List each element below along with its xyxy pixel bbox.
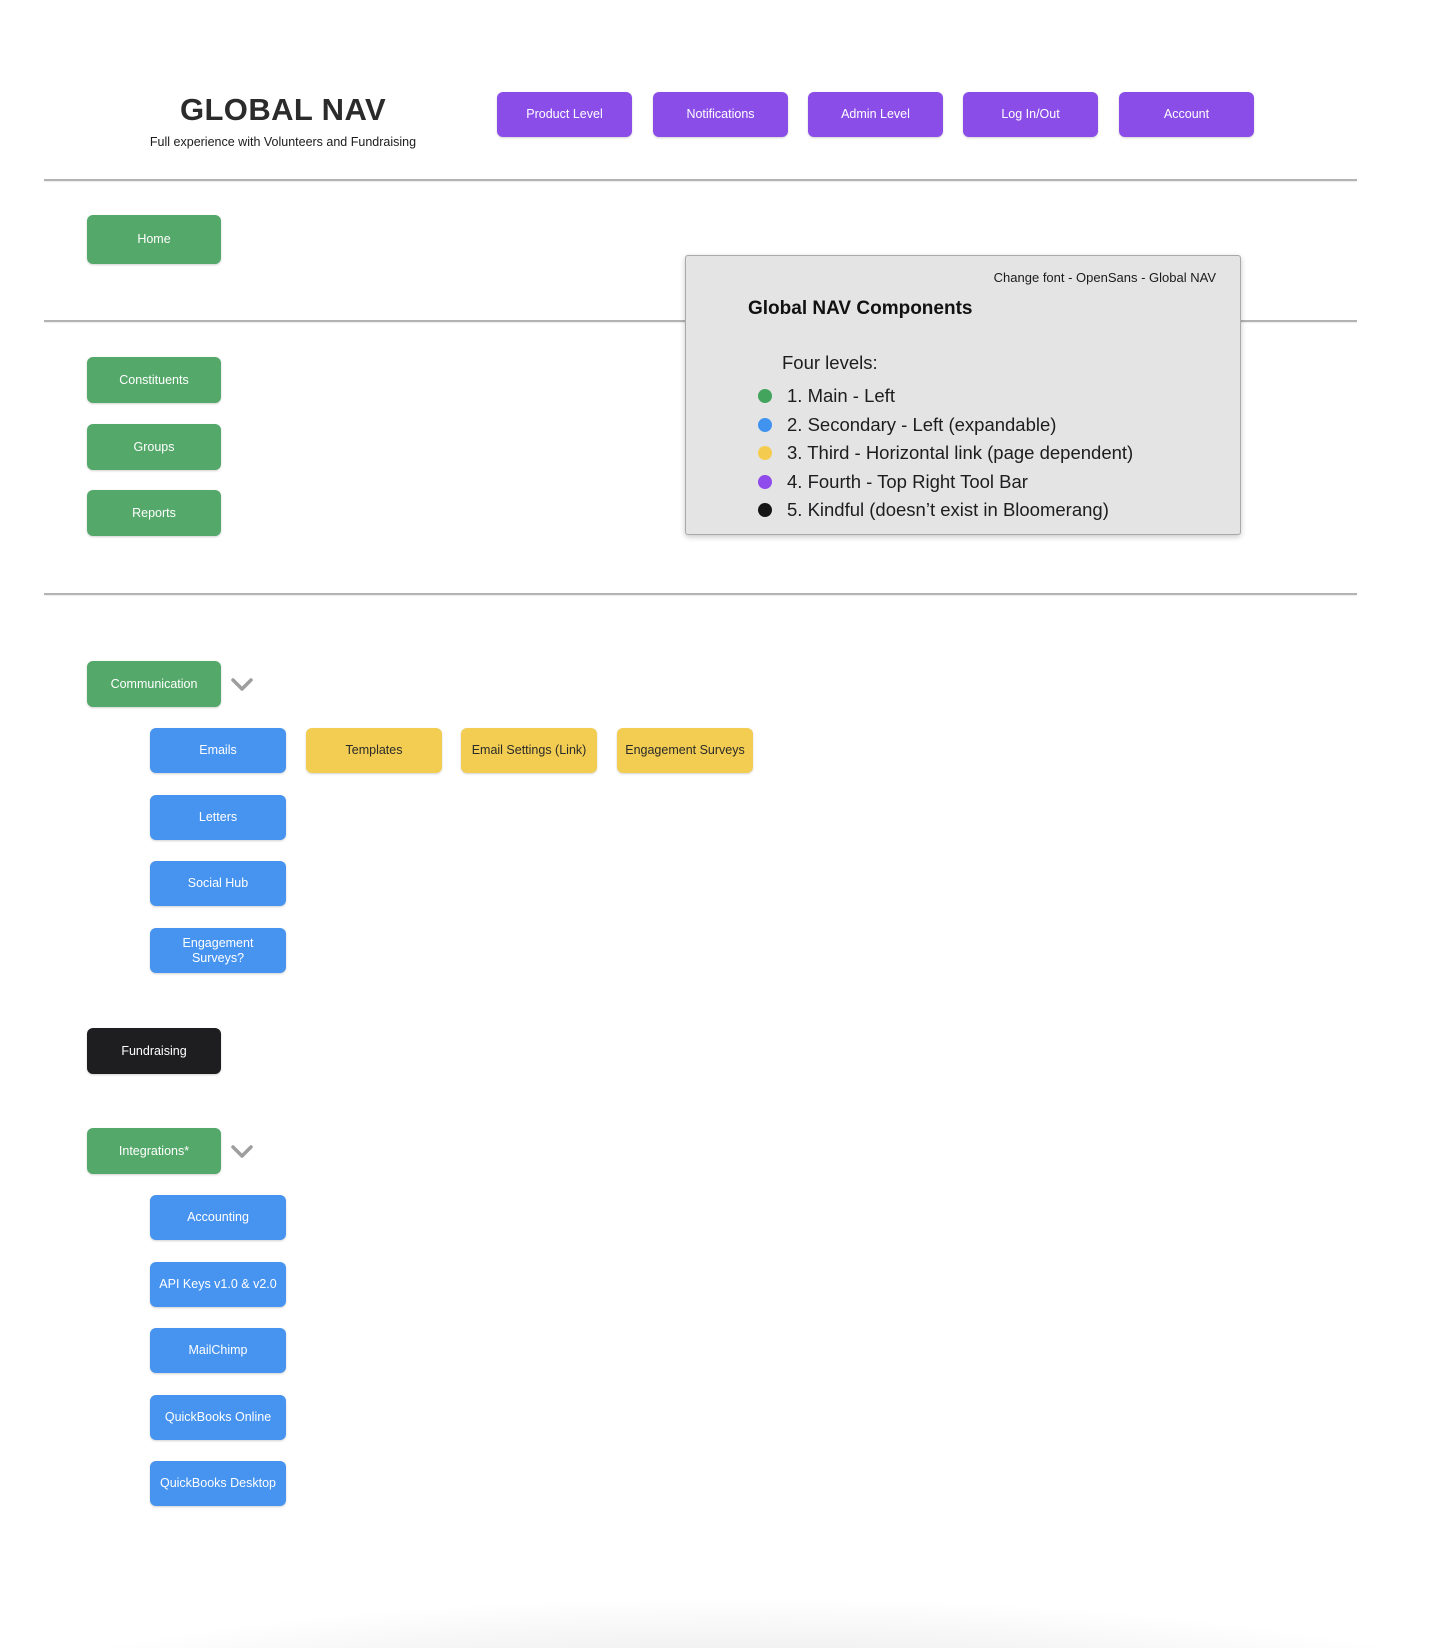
toolbar-button-admin-level[interactable]: Admin Level [808, 92, 943, 137]
toolbar-button-notifications[interactable]: Notifications [653, 92, 788, 137]
toolbar-button-log-in-out[interactable]: Log In/Out [963, 92, 1098, 137]
legend-item: 1. Main - Left [758, 382, 1220, 411]
legend-item-text: 1. Main - Left [787, 385, 895, 407]
nav-button-reports[interactable]: Reports [87, 490, 221, 536]
nav-button-constituents[interactable]: Constituents [87, 357, 221, 403]
legend-item: 5. Kindful (doesn’t exist in Bloomerang) [758, 496, 1220, 525]
legend-item: 2. Secondary - Left (expandable) [758, 411, 1220, 440]
nav-button-home[interactable]: Home [87, 215, 221, 264]
legend-item-text: 4. Fourth - Top Right Tool Bar [787, 470, 1028, 492]
divider-main [44, 593, 1357, 595]
nav-button-integrations[interactable]: Integrations* [87, 1128, 221, 1174]
legend-item-text: 5. Kindful (doesn’t exist in Bloomerang) [787, 499, 1109, 521]
sub-button-quickbooks-online[interactable]: QuickBooks Online [150, 1395, 286, 1440]
toolbar-button-account[interactable]: Account [1119, 92, 1254, 137]
sub-button-engagement-surveys[interactable]: Engagement Surveys? [150, 928, 286, 973]
legend-item: 4. Fourth - Top Right Tool Bar [758, 468, 1220, 497]
bottom-shadow [0, 1518, 1430, 1648]
legend-item-text: 2. Secondary - Left (expandable) [787, 413, 1057, 435]
legend-box: Change font - OpenSans - Global NAV Glob… [685, 255, 1241, 535]
fourth-level-dot-icon [758, 474, 772, 489]
legend-corner-note: Change font - OpenSans - Global NAV [993, 270, 1216, 285]
sub-button-letters[interactable]: Letters [150, 795, 286, 840]
chevron-down-icon[interactable] [230, 1144, 254, 1160]
tertiary-button-email-settings[interactable]: Email Settings (Link) [461, 728, 597, 773]
nav-button-communication[interactable]: Communication [87, 661, 221, 707]
nav-button-groups[interactable]: Groups [87, 424, 221, 470]
sub-button-api-keys[interactable]: API Keys v1.0 & v2.0 [150, 1262, 286, 1307]
chevron-down-icon[interactable] [230, 677, 254, 693]
legend-list: 1. Main - Left 2. Secondary - Left (expa… [758, 382, 1220, 525]
main-level-dot-icon [758, 389, 772, 404]
toolbar-button-product-level[interactable]: Product Level [497, 92, 632, 137]
third-level-dot-icon [758, 446, 772, 461]
sub-button-social-hub[interactable]: Social Hub [150, 861, 286, 906]
nav-button-fundraising[interactable]: Fundraising [87, 1028, 221, 1074]
sub-button-mailchimp[interactable]: MailChimp [150, 1328, 286, 1373]
legend-item: 3. Third - Horizontal link (page depende… [758, 439, 1220, 468]
sub-button-accounting[interactable]: Accounting [150, 1195, 286, 1240]
sub-button-quickbooks-desktop[interactable]: QuickBooks Desktop [150, 1461, 286, 1506]
secondary-level-dot-icon [758, 417, 772, 432]
legend-title: Global NAV Components [748, 298, 973, 319]
legend-intro: Four levels: [782, 352, 878, 373]
page-title: GLOBAL NAV [179, 92, 387, 127]
tertiary-button-engagement-surveys[interactable]: Engagement Surveys [617, 728, 753, 773]
divider-header [44, 179, 1357, 181]
sub-button-emails[interactable]: Emails [150, 728, 286, 773]
legend-item-text: 3. Third - Horizontal link (page depende… [787, 442, 1134, 464]
kindful-level-dot-icon [758, 503, 772, 518]
tertiary-button-templates[interactable]: Templates [306, 728, 442, 773]
page-subtitle: Full experience with Volunteers and Fund… [149, 135, 417, 149]
